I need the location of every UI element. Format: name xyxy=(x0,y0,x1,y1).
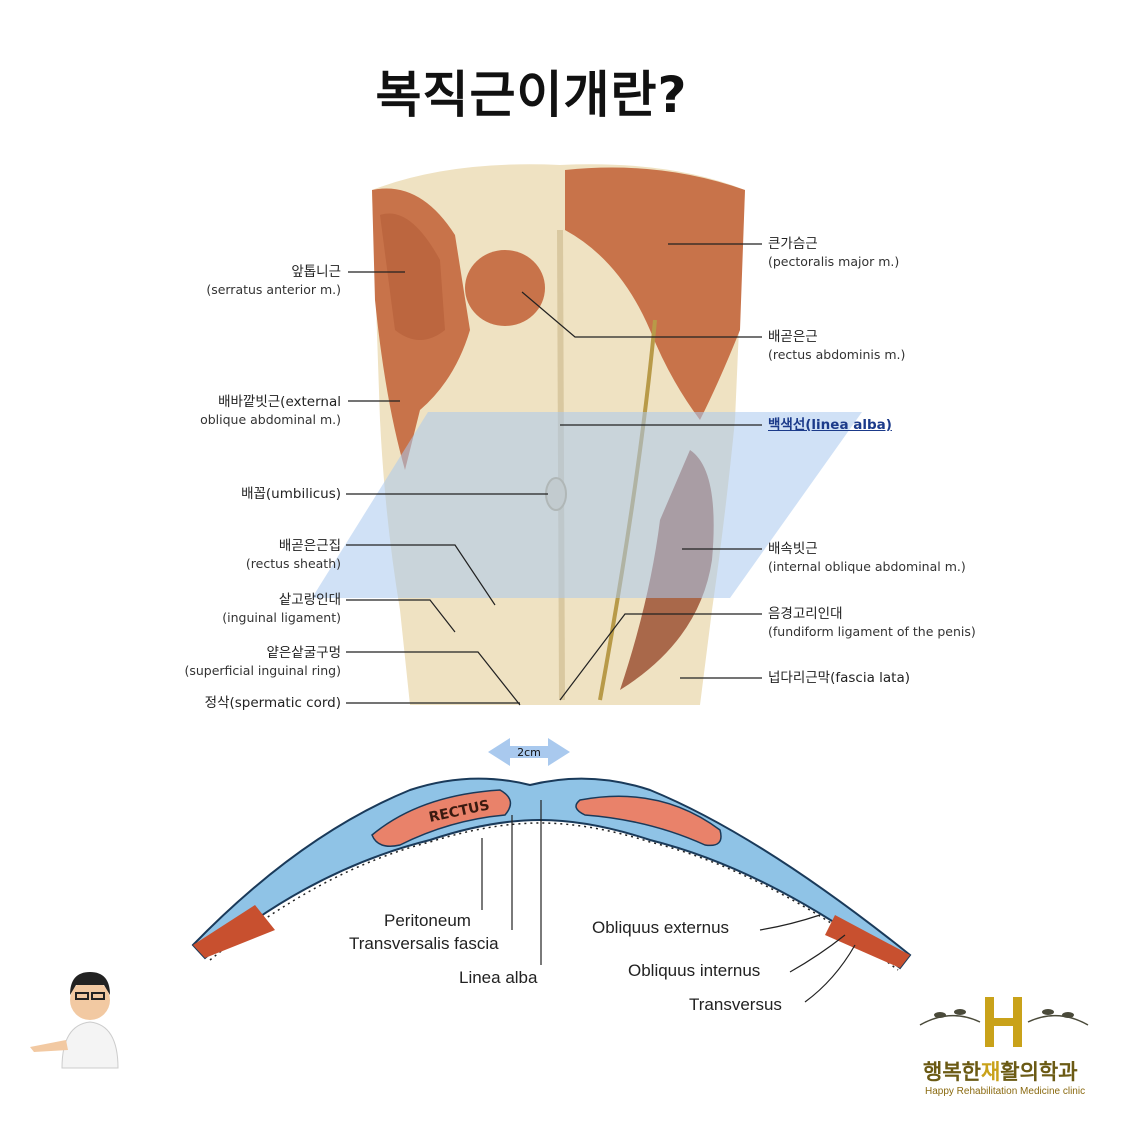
gap-arrow xyxy=(488,738,570,766)
highlight-region xyxy=(312,412,862,598)
label-transversus: Transversus xyxy=(689,995,782,1014)
label-rectus-sheath: 배곧은근집(rectus sheath) xyxy=(245,538,341,571)
clinic-logo xyxy=(919,997,1089,1047)
label-transversalis-fascia: Transversalis fascia xyxy=(349,934,499,953)
label-serratus-anterior: 앞톱니근(serratus anterior m.) xyxy=(206,264,341,297)
left-rectus xyxy=(371,789,512,847)
right-lateral-muscle xyxy=(825,915,910,968)
right-pectoralis xyxy=(565,167,745,420)
rectus-cut xyxy=(465,250,545,326)
gap-label: 2cm xyxy=(517,746,541,759)
label-obliquus-internus: Obliquus internus xyxy=(628,961,761,980)
label-peritoneum: Peritoneum xyxy=(384,911,471,930)
doctor-avatar xyxy=(30,972,119,1069)
label-obliquus-externus: Obliquus externus xyxy=(592,918,730,937)
label-internal-oblique: 배속빗근(internal oblique abdominal m.) xyxy=(768,541,966,574)
label-fascia-lata: 넙다리근막(fascia lata) xyxy=(768,670,911,686)
page-title: 복직근이개란? xyxy=(375,66,688,124)
left-lateral-muscle xyxy=(193,905,275,958)
label-rectus-abdominis: 배곧은근(rectus abdominis m.) xyxy=(768,329,906,362)
label-spermatic-cord: 정삭(spermatic cord) xyxy=(204,695,341,711)
left-serratus xyxy=(380,213,445,340)
label-fundiform-ligament: 음경고리인대(fundiform ligament of the penis) xyxy=(768,606,976,639)
right-rectus xyxy=(575,795,722,847)
label-superficial-inguinal-ring: 얕은샅굴구멍(superficial inguinal ring) xyxy=(184,645,341,678)
label-linea-alba-xs: Linea alba xyxy=(459,968,538,987)
clinic-name-english: Happy Rehabilitation Medicine clinic xyxy=(925,1086,1086,1097)
cross-section-sheath xyxy=(191,777,912,970)
clinic-name: 행복한재활의학과 xyxy=(923,1060,1078,1084)
label-inguinal-ligament: 샅고랑인대(inguinal ligament) xyxy=(222,592,341,625)
label-umbilicus: 배꼽(umbilicus) xyxy=(241,486,341,502)
label-pectoralis-major: 큰가슴근(pectoralis major m.) xyxy=(768,236,900,269)
label-linea-alba: 백색선(linea alba) xyxy=(768,417,892,433)
